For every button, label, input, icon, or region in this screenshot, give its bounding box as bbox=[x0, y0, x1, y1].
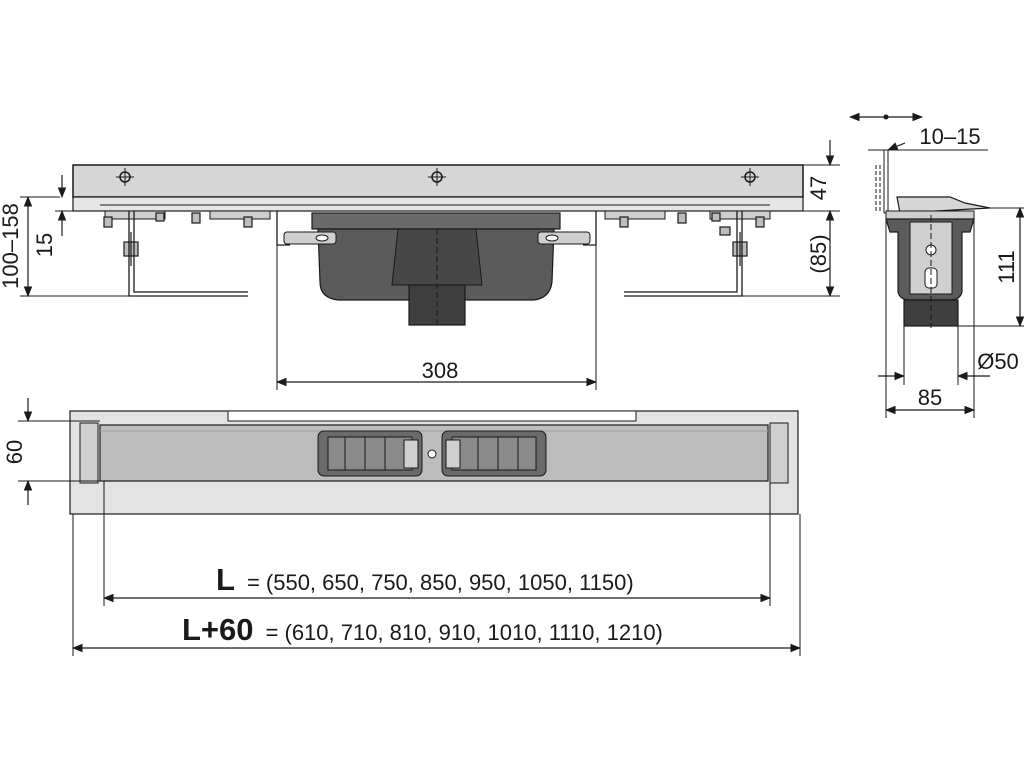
svg-text:Ø50: Ø50 bbox=[977, 349, 1019, 374]
svg-text:47: 47 bbox=[806, 176, 831, 200]
grate-clip-right bbox=[441, 430, 547, 477]
dim-top-47: 47 bbox=[803, 140, 840, 298]
dim-length-L60: L+60 = (610, 710, 810, 910, 1010, 1110, … bbox=[71, 514, 802, 656]
L-values: = (550, 650, 750, 850, 950, 1050, 1150) bbox=[247, 570, 634, 595]
center-screw-icon bbox=[427, 449, 437, 459]
dim-height-60: 60 bbox=[2, 398, 100, 505]
svg-text:15: 15 bbox=[32, 233, 57, 257]
frame-top bbox=[72, 164, 804, 198]
svg-text:L = (550, 650, 750, 85: L = (550, 650, 750, 850, 950, 1050, 1150… bbox=[216, 562, 634, 597]
dim-adjust-10-15: 10–15 bbox=[848, 112, 988, 151]
frame-lower-strip bbox=[72, 196, 804, 212]
svg-text:85: 85 bbox=[918, 385, 942, 410]
L-label: L bbox=[216, 562, 235, 597]
svg-text:(85): (85) bbox=[806, 234, 831, 273]
front-elevation: 100–158 15 47 (85) 308 bbox=[0, 140, 840, 390]
drain-body bbox=[283, 212, 591, 326]
dim-diameter-50: Ø50 bbox=[878, 326, 1019, 385]
dim-width-85: 85 bbox=[884, 219, 976, 418]
grate bbox=[99, 424, 769, 482]
svg-text:308: 308 bbox=[422, 358, 459, 383]
svg-text:10–15: 10–15 bbox=[919, 124, 980, 149]
grate-clip-left bbox=[317, 430, 423, 477]
L60-values: = (610, 710, 810, 910, 1010, 1110, 1210) bbox=[266, 620, 663, 645]
dim-side-85: (85) bbox=[742, 234, 840, 297]
svg-text:100–158: 100–158 bbox=[0, 203, 23, 289]
screw-icon bbox=[428, 168, 446, 186]
outlet-pipe bbox=[903, 299, 959, 327]
top-view: 60 L = (550, 650, 750, 850, 950, 1050, 1… bbox=[2, 398, 802, 656]
cross-section: 10–15 111 bbox=[848, 112, 1024, 418]
dim-length-L: L = (550, 650, 750, 850, 950, 1050, 1150… bbox=[102, 481, 772, 606]
dim-width-308: 308 bbox=[275, 245, 598, 390]
svg-text:L+60 = (610, 710, 810,: L+60 = (610, 710, 810, 910, 1010, 1110, … bbox=[182, 612, 663, 647]
screw-icon bbox=[741, 168, 759, 186]
L60-label: L+60 bbox=[182, 612, 254, 647]
dim-height-111: 111 bbox=[958, 206, 1024, 328]
svg-text:111: 111 bbox=[994, 250, 1019, 283]
wall-bracket bbox=[875, 150, 898, 214]
dim-offset-15: 15 bbox=[32, 175, 105, 257]
svg-text:60: 60 bbox=[2, 440, 27, 464]
screw-icon bbox=[116, 168, 134, 186]
dim-height-range: 100–158 bbox=[0, 195, 130, 298]
